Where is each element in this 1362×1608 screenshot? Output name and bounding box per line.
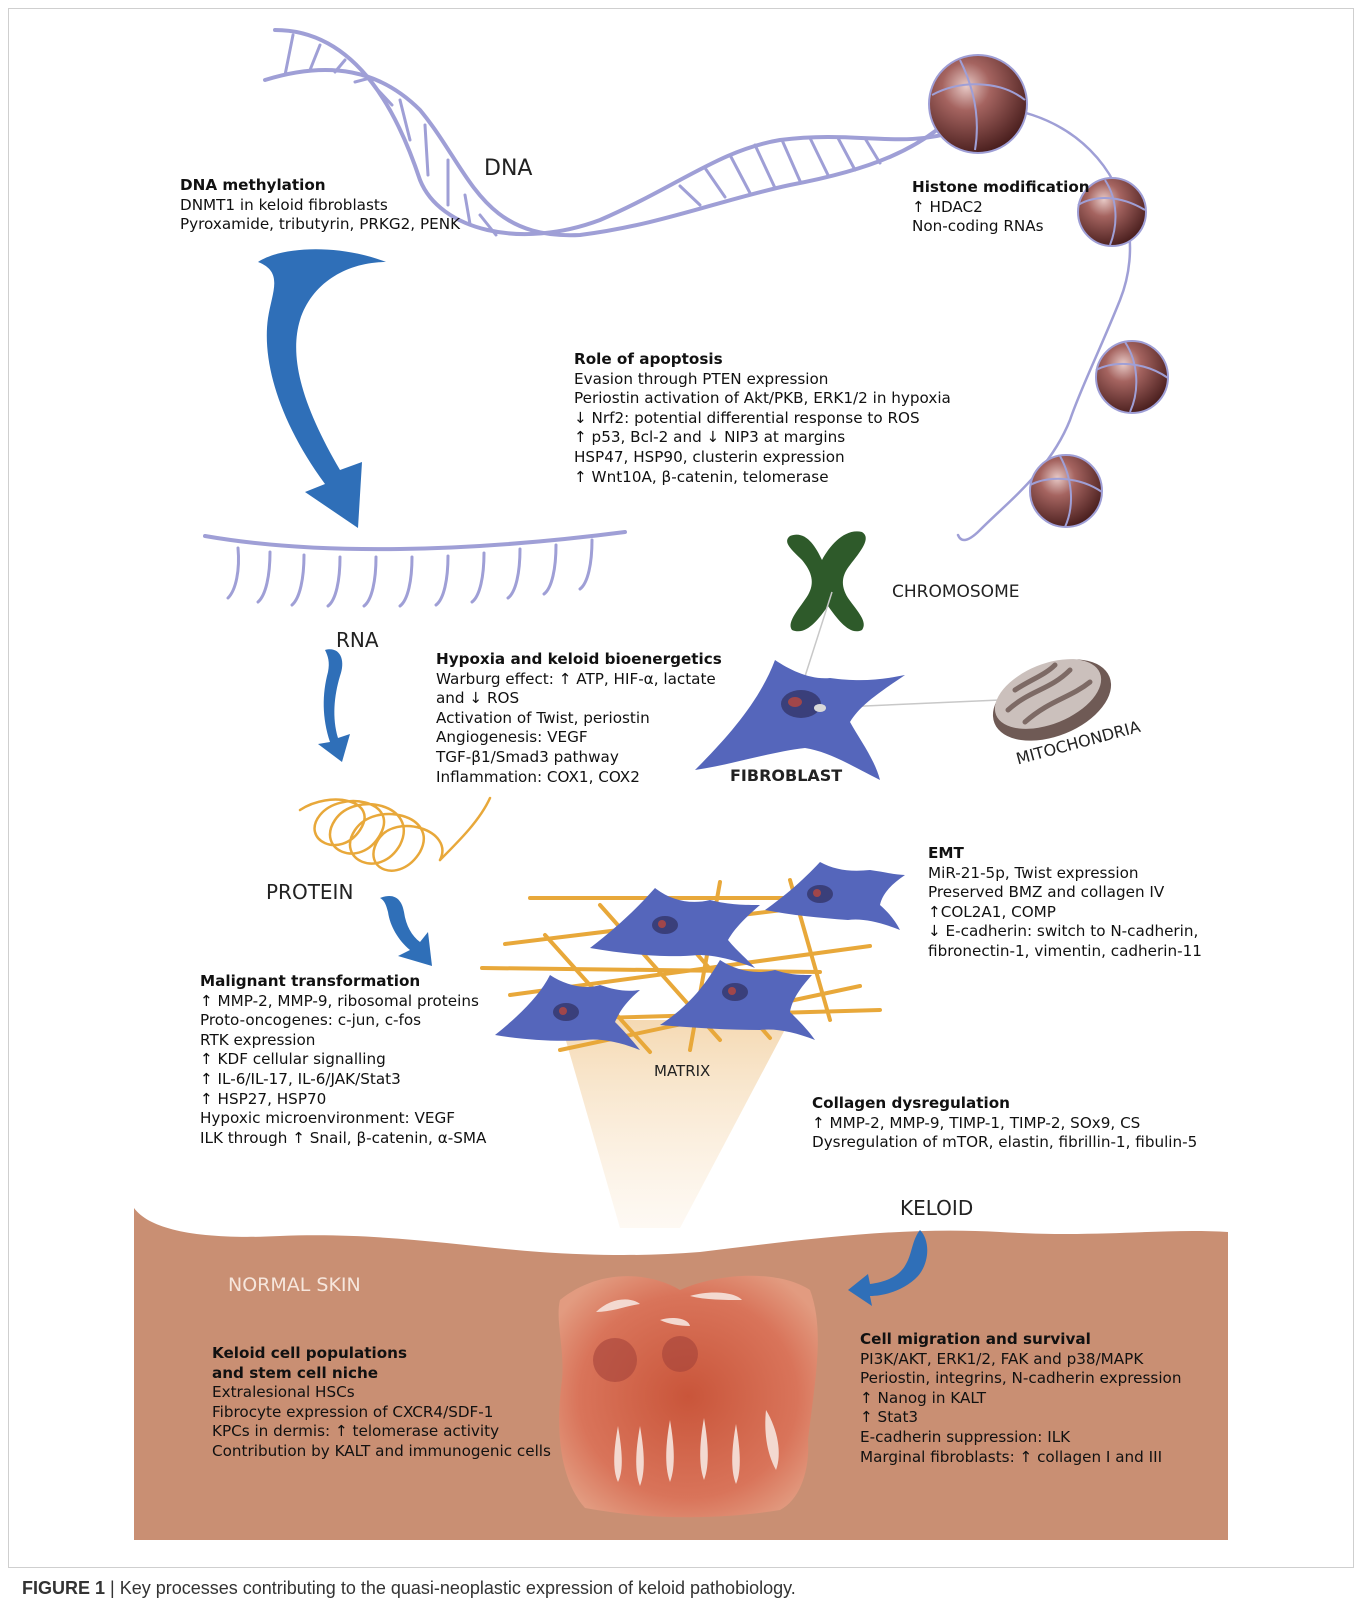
caption-separator: | [105, 1578, 120, 1598]
keloid-label: KELOID [900, 1196, 973, 1220]
block-line: Evasion through PTEN expression [574, 370, 951, 390]
rna-strand [205, 532, 625, 606]
block-title: Hypoxia and keloid bioenergetics [436, 650, 722, 670]
fibroblast-label: FIBROBLAST [730, 766, 842, 785]
figure-caption: FIGURE 1 | Key processes contributing to… [22, 1578, 796, 1599]
block-line: ↑COL2A1, COMP [928, 903, 1202, 923]
block-title: DNA methylation [180, 176, 460, 196]
block-title: Role of apoptosis [574, 350, 951, 370]
dna-label: DNA [484, 156, 532, 181]
malignant-transformation-block: Malignant transformation ↑ MMP-2, MMP-9,… [200, 972, 486, 1148]
block-line: ↑ IL-6/IL-17, IL-6/JAK/Stat3 [200, 1070, 486, 1090]
block-line: Hypoxic microenvironment: VEGF [200, 1109, 486, 1129]
block-line: ↑ KDF cellular signalling [200, 1050, 486, 1070]
block-line: ↑ Wnt10A, β-catenin, telomerase [574, 468, 951, 488]
caption-text: Key processes contributing to the quasi-… [120, 1578, 796, 1598]
block-line: TGF-β1/Smad3 pathway [436, 748, 722, 768]
caption-label: FIGURE 1 [22, 1578, 105, 1598]
block-title: Histone modification [912, 178, 1090, 198]
emt-block: EMT MiR-21-5p, Twist expression Preserve… [928, 844, 1202, 962]
dna-methylation-block: DNA methylation DNMT1 in keloid fibrobla… [180, 176, 460, 235]
block-line: MiR-21-5p, Twist expression [928, 864, 1202, 884]
block-line: Angiogenesis: VEGF [436, 728, 722, 748]
block-line: Periostin, integrins, N-cadherin express… [860, 1369, 1181, 1389]
protein-label: PROTEIN [266, 880, 353, 904]
block-title-line2: and stem cell niche [212, 1364, 551, 1384]
block-line: HSP47, HSP90, clusterin expression [574, 448, 951, 468]
cell-migration-block: Cell migration and survival PI3K/AKT, ER… [860, 1330, 1181, 1467]
apoptosis-block: Role of apoptosis Evasion through PTEN e… [574, 350, 951, 487]
block-line: ILK through ↑ Snail, β-catenin, α-SMA [200, 1129, 486, 1149]
block-line: Pyroxamide, tributyrin, PRKG2, PENK [180, 215, 460, 235]
block-line: PI3K/AKT, ERK1/2, FAK and p38/MAPK [860, 1350, 1181, 1370]
block-line: KPCs in dermis: ↑ telomerase activity [212, 1422, 551, 1442]
block-title: Malignant transformation [200, 972, 486, 992]
block-line: Activation of Twist, periostin [436, 709, 722, 729]
block-line: Periostin activation of Akt/PKB, ERK1/2 … [574, 389, 951, 409]
block-line: ↑ p53, Bcl-2 and ↓ NIP3 at margins [574, 428, 951, 448]
chromosome-label: CHROMOSOME [892, 582, 1019, 602]
block-title: EMT [928, 844, 1202, 864]
block-line: ↑ Nanog in KALT [860, 1389, 1181, 1409]
block-line: DNMT1 in keloid fibroblasts [180, 196, 460, 216]
fibroblast-cell [695, 660, 905, 780]
block-line: ↑ MMP-2, MMP-9, ribosomal proteins [200, 992, 486, 1012]
block-line: ↑ HSP27, HSP70 [200, 1090, 486, 1110]
matrix-label: MATRIX [654, 1062, 710, 1080]
block-line: fibronectin-1, vimentin, cadherin-11 [928, 942, 1202, 962]
block-line: ↓ E-cadherin: switch to N-cadherin, [928, 922, 1202, 942]
nucleosome-icons [929, 55, 1168, 527]
block-line: ↑ Stat3 [860, 1408, 1181, 1428]
cell-populations-block: Keloid cell populations and stem cell ni… [212, 1344, 551, 1462]
block-line: Fibrocyte expression of CXCR4/SDF-1 [212, 1403, 551, 1423]
chromosome-shape [787, 531, 866, 631]
protein-coil [300, 798, 490, 871]
histone-modification-block: Histone modification ↑ HDAC2 Non-coding … [912, 178, 1090, 237]
block-line: ↓ Nrf2: potential differential response … [574, 409, 951, 429]
collagen-dysregulation-block: Collagen dysregulation ↑ MMP-2, MMP-9, T… [812, 1094, 1197, 1153]
protein-arrow [380, 896, 432, 966]
block-line: Extralesional HSCs [212, 1383, 551, 1403]
block-line: RTK expression [200, 1031, 486, 1051]
matrix-beam [560, 1020, 790, 1228]
hypoxia-block: Hypoxia and keloid bioenergetics Warburg… [436, 650, 722, 787]
block-line: Warburg effect: ↑ ATP, HIF-α, lactate [436, 670, 722, 690]
block-line: and ↓ ROS [436, 689, 722, 709]
block-line: E-cadherin suppression: ILK [860, 1428, 1181, 1448]
block-line: Proto-oncogenes: c-jun, c-fos [200, 1011, 486, 1031]
block-line: Non-coding RNAs [912, 217, 1090, 237]
block-title: Cell migration and survival [860, 1330, 1181, 1350]
block-line: ↑ HDAC2 [912, 198, 1090, 218]
block-title: Collagen dysregulation [812, 1094, 1197, 1114]
block-line: Dysregulation of mTOR, elastin, fibrilli… [812, 1133, 1197, 1153]
block-line: ↑ MMP-2, MMP-9, TIMP-1, TIMP-2, SOx9, CS [812, 1114, 1197, 1134]
block-title: Keloid cell populations [212, 1344, 551, 1364]
rna-label: RNA [336, 628, 379, 652]
block-line: Preserved BMZ and collagen IV [928, 883, 1202, 903]
keloid-lesion [559, 1276, 818, 1518]
normal-skin-label: NORMAL SKIN [228, 1274, 361, 1296]
block-line: Contribution by KALT and immunogenic cel… [212, 1442, 551, 1462]
transcription-arrow [258, 249, 386, 528]
block-line: Inflammation: COX1, COX2 [436, 768, 722, 788]
translation-arrow [318, 649, 350, 762]
block-line: Marginal fibroblasts: ↑ collagen I and I… [860, 1448, 1181, 1468]
